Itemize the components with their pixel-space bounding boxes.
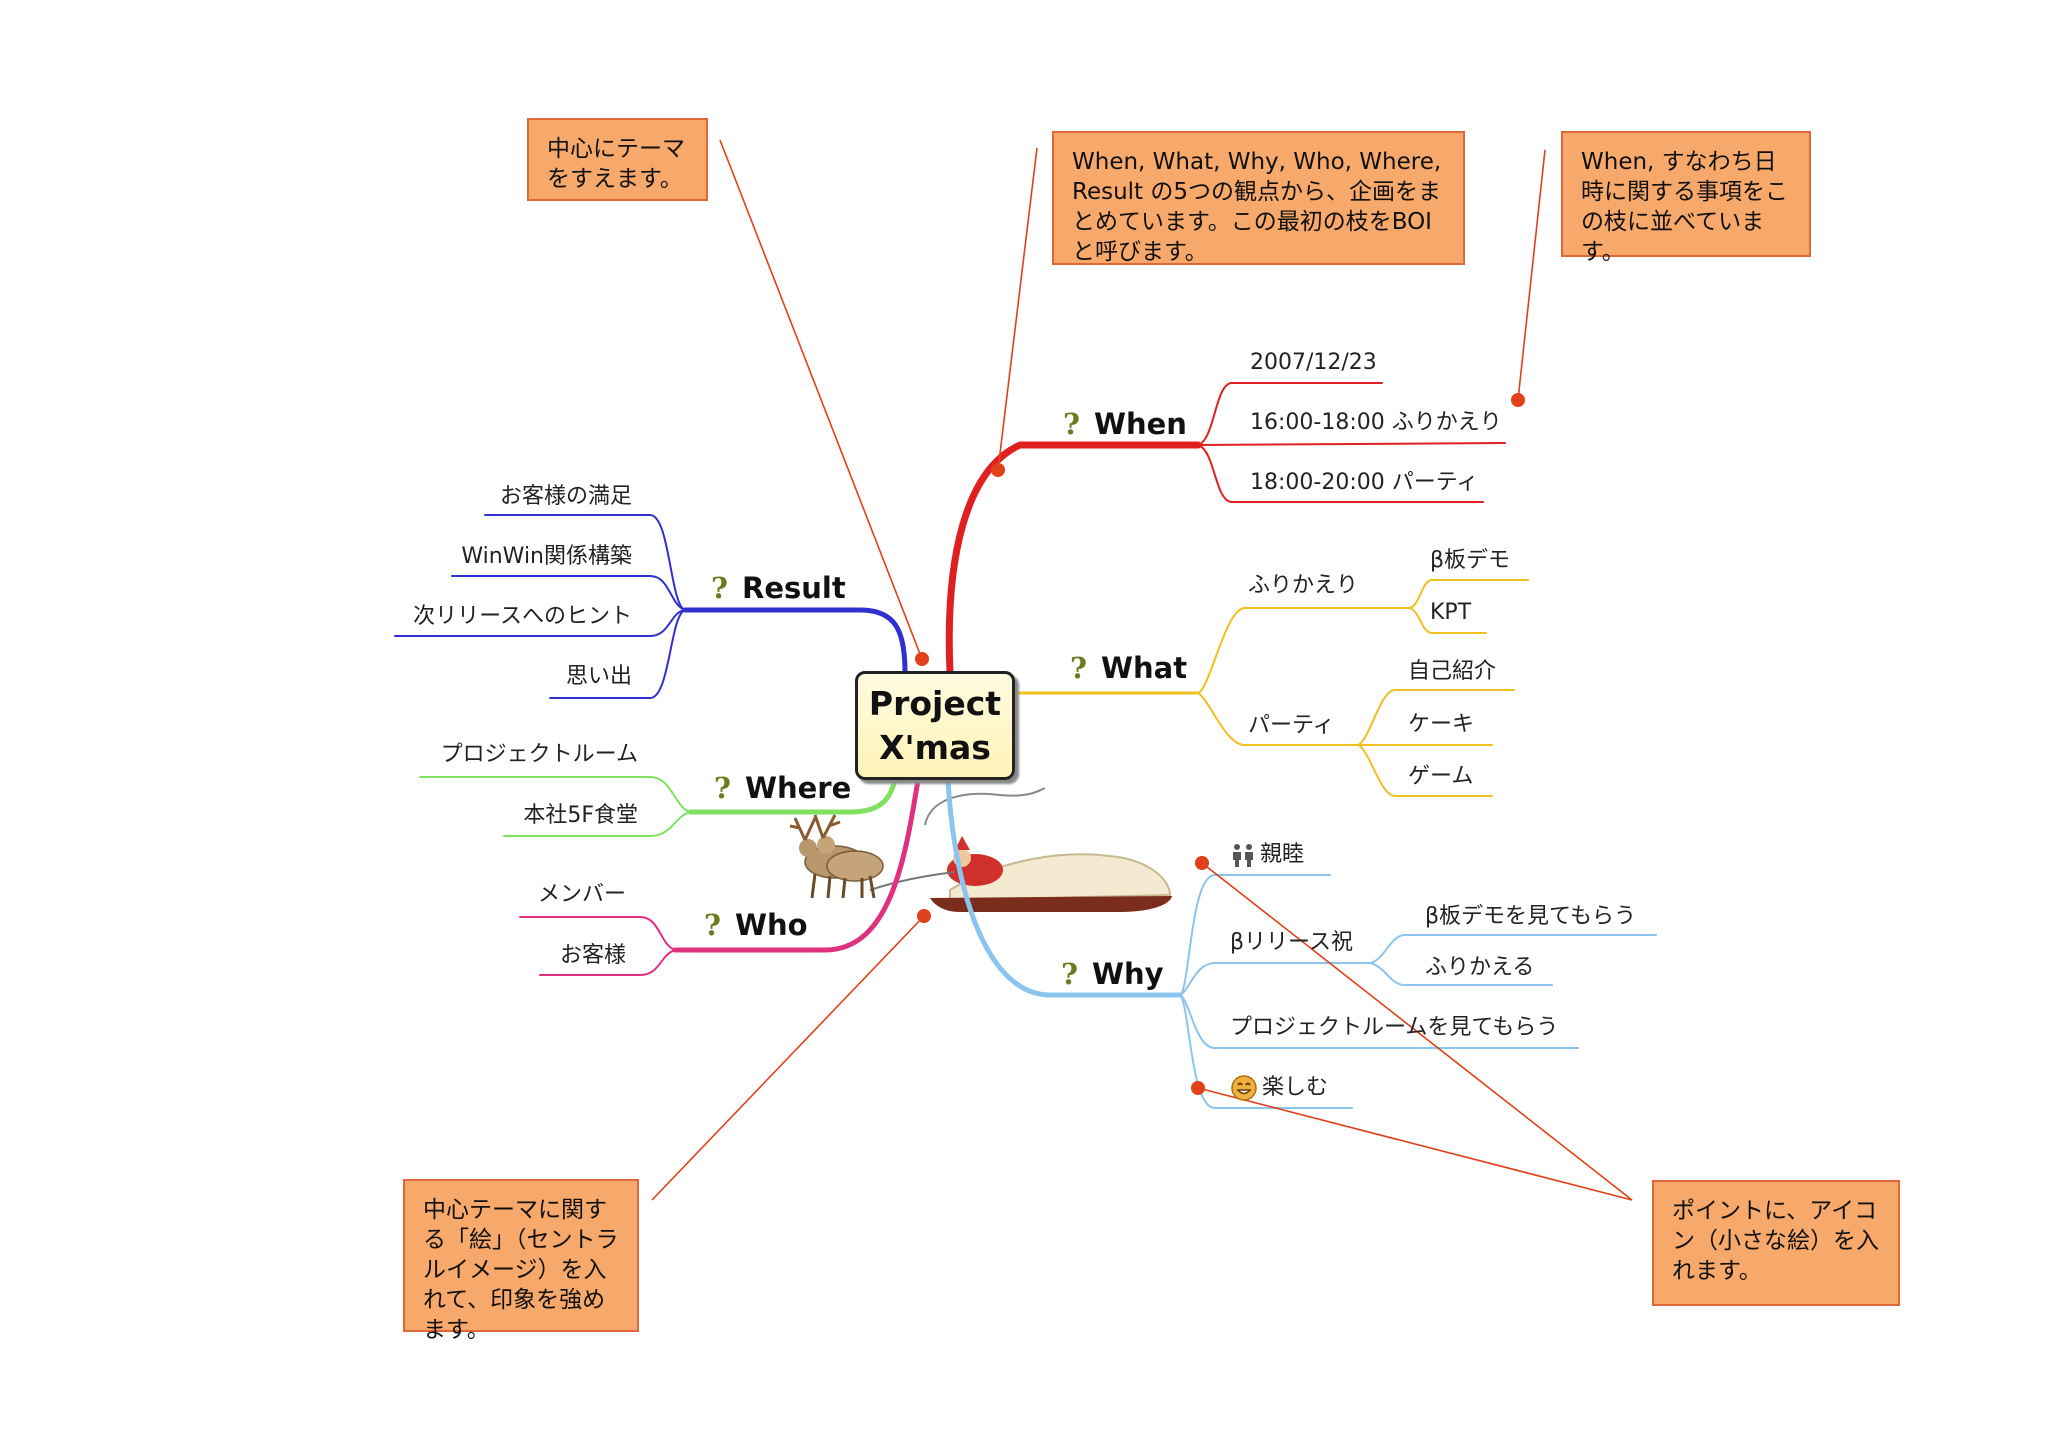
central-topic-line1: Project: [868, 684, 1002, 723]
leaf-line: [1197, 692, 1359, 746]
note-center-theme: 中心にテーマをすえます。: [527, 118, 708, 201]
leaf-line: [1179, 994, 1579, 1049]
branch-line-who: [672, 777, 921, 953]
leader-dot: [915, 652, 929, 666]
branch-why[interactable]: ?Why: [1061, 957, 1164, 991]
question-icon: ?: [1070, 651, 1087, 685]
leaf-line: [549, 609, 686, 699]
leader-line-center-theme: [719, 139, 923, 660]
result-item-memories[interactable]: 思い出: [565, 664, 632, 689]
result-item-winwin[interactable]: WinWin関係構築: [461, 544, 632, 569]
branch-line-when: [945, 441, 1202, 676]
leaf-line: [1357, 744, 1493, 797]
who-item-customers[interactable]: お客様: [559, 943, 626, 968]
when-item-party[interactable]: 18:00-20:00 パーティ: [1250, 470, 1479, 495]
leaf-line: [503, 811, 691, 837]
what-item-kpt[interactable]: KPT: [1430, 600, 1472, 625]
result-item-hint[interactable]: 次リリースへのヒント: [413, 604, 632, 629]
branch-where[interactable]: ?Where: [714, 771, 852, 805]
leader-line-icons-1: [1201, 862, 1633, 1201]
leader-dot: [1511, 393, 1525, 407]
leaf-line: [1409, 607, 1487, 634]
where-item-cafeteria[interactable]: 本社5F食堂: [523, 803, 638, 828]
leader-line-icons-2: [1197, 1087, 1633, 1201]
when-item-date[interactable]: 2007/12/23: [1250, 350, 1377, 375]
why-item-release[interactable]: βリリース祝: [1230, 930, 1353, 955]
why-item-shinboku[interactable]: 親睦: [1230, 842, 1304, 868]
leaf-line: [1197, 444, 1484, 503]
branch-line-why: [945, 777, 1183, 998]
why-item-beta-demo[interactable]: β板デモを見てもらう: [1425, 904, 1636, 929]
leader-dot: [1195, 856, 1209, 870]
note-when: When, すなわち日時に関する事項をこの枝に並べています。: [1561, 131, 1811, 265]
note-central-image: 中心テーマに関する「絵」（セントラルイメージ）を入れて、印象を強めます。: [403, 1179, 639, 1343]
leaf-line: [1409, 579, 1529, 609]
question-icon: ?: [704, 908, 721, 942]
note-boi: When, What, Why, Who, Where, Result の5つの…: [1052, 131, 1465, 265]
leader-line-when: [1517, 149, 1546, 401]
central-topic-line2: X'mas: [879, 728, 991, 767]
why-item-project-room[interactable]: プロジェクトルームを見てもらう: [1230, 1015, 1559, 1040]
leader-dot: [1191, 1081, 1205, 1095]
reindeer-sleigh-image: [789, 787, 1172, 912]
what-item-game[interactable]: ゲーム: [1408, 764, 1474, 789]
question-icon: ?: [711, 571, 728, 605]
who-item-members[interactable]: メンバー: [537, 882, 626, 907]
leaf-line: [1369, 934, 1657, 964]
leaf-line: [1179, 994, 1353, 1109]
leaf-line: [484, 514, 686, 611]
branch-line-where: [687, 777, 898, 815]
when-item-retro[interactable]: 16:00-18:00 ふりかえり: [1250, 410, 1502, 435]
leaf-line: [1179, 874, 1331, 996]
question-icon: ?: [1061, 957, 1078, 991]
leader-line-central-image: [651, 915, 925, 1201]
where-item-project-room[interactable]: プロジェクトルーム: [440, 742, 638, 767]
leaf-line: [1357, 689, 1515, 746]
result-item-satisfaction[interactable]: お客様の満足: [499, 484, 632, 509]
why-item-enjoy[interactable]: 楽しむ: [1230, 1074, 1328, 1102]
leader-line-boi: [997, 147, 1038, 471]
question-icon: ?: [714, 771, 731, 805]
leaf-line: [1197, 382, 1383, 446]
smiley-icon: [1230, 1074, 1258, 1102]
leaf-line: [1197, 607, 1411, 694]
leaf-line: [1369, 962, 1553, 986]
leaf-line: [451, 575, 686, 611]
leaf-line: [1197, 442, 1506, 446]
branch-result[interactable]: ?Result: [711, 571, 846, 605]
leader-dot: [917, 909, 931, 923]
what-sub-retro[interactable]: ふりかえり: [1248, 573, 1359, 598]
branch-what[interactable]: ?What: [1070, 651, 1188, 685]
note-icons: ポイントに、アイコン（小さな絵）を入れます。: [1652, 1180, 1900, 1306]
branch-when[interactable]: ?When: [1063, 407, 1187, 441]
people-icon: [1230, 843, 1256, 867]
leader-dot: [991, 463, 1005, 477]
leaf-line: [519, 916, 676, 951]
what-item-intro[interactable]: 自己紹介: [1408, 659, 1497, 684]
leaf-line: [394, 609, 686, 637]
leaf-line: [1179, 962, 1371, 996]
leaf-line: [539, 949, 676, 976]
what-item-cake[interactable]: ケーキ: [1408, 712, 1475, 737]
branch-line-result: [682, 607, 908, 675]
leaf-line: [419, 776, 691, 813]
why-item-furikaeru[interactable]: ふりかえる: [1425, 955, 1535, 980]
central-topic[interactable]: Project X'mas: [855, 671, 1015, 780]
what-item-beta-demo[interactable]: β板デモ: [1430, 548, 1511, 573]
what-sub-party[interactable]: パーティ: [1248, 713, 1335, 738]
branch-who[interactable]: ?Who: [704, 908, 808, 942]
question-icon: ?: [1063, 407, 1080, 441]
